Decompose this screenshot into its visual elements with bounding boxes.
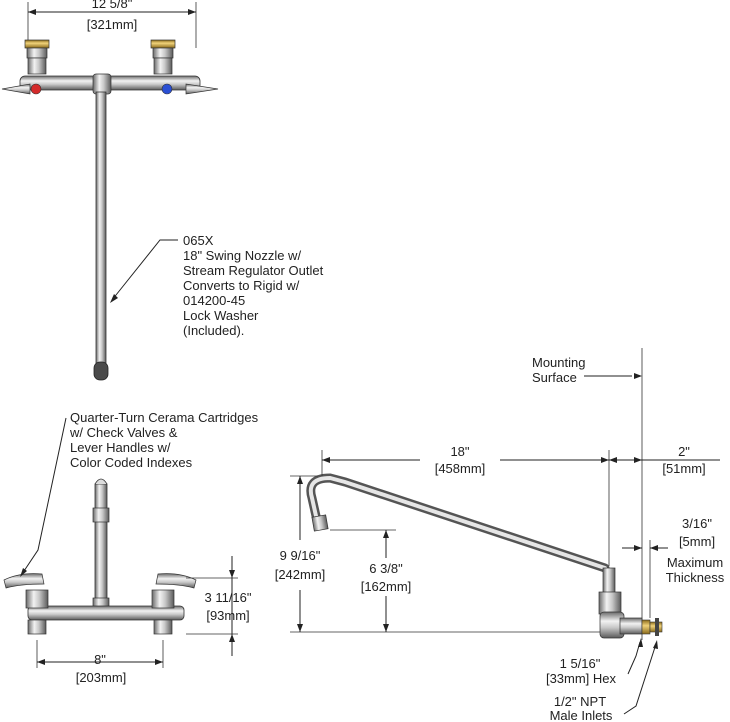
max-height-in: 9 9/16"	[279, 548, 321, 563]
front-centers-mm: [203mm]	[75, 670, 127, 685]
thickness-label: Thickness	[665, 570, 725, 585]
front-height-mm: [93mm]	[206, 608, 250, 623]
hot-supply-stack	[24, 39, 50, 75]
hex-label: [33mm] Hex	[545, 671, 617, 686]
callout-line: Color Coded Indexes	[70, 455, 193, 470]
reach-in: 18"	[450, 444, 470, 459]
hot-index-icon	[30, 83, 42, 95]
front-height-in: 3 11/16"	[204, 590, 252, 605]
inlet-label: 1/2" NPT	[553, 694, 607, 709]
mounting-surface-label: Mounting	[532, 355, 586, 370]
outlet-height-mm: [162mm]	[360, 579, 412, 594]
outlet-height-in: 6 3/8"	[369, 561, 403, 576]
cartridge-callout: Quarter-Turn Cerama Cartridges w/ Check …	[70, 410, 258, 470]
callout-line: 18" Swing Nozzle w/	[183, 248, 302, 263]
callout-line: Lock Washer	[183, 308, 259, 323]
inlet-label: Male Inlets	[549, 708, 613, 722]
setback-mm: [51mm]	[662, 461, 706, 476]
callout-line: Quarter-Turn Cerama Cartridges	[70, 410, 259, 425]
top-width-mm: [321mm]	[86, 17, 138, 32]
callout-line: Lever Handles w/	[70, 440, 171, 455]
thickness-in: 3/16"	[682, 516, 712, 531]
callout-line: 014200-45	[183, 293, 246, 308]
hex-label: 1 5/16"	[559, 656, 601, 671]
cold-index-icon	[161, 83, 173, 95]
max-height-mm: [242mm]	[274, 567, 326, 582]
thickness-label: Maximum	[666, 555, 724, 570]
callout-line: (Included).	[183, 323, 245, 338]
callout-line: Stream Regulator Outlet	[183, 263, 324, 278]
top-width-in: 12 5/8"	[91, 0, 133, 11]
front-centers-in: 8"	[94, 652, 106, 667]
setback-in: 2"	[678, 444, 690, 459]
front-view	[3, 417, 238, 668]
cold-supply-stack	[150, 39, 176, 75]
callout-line: w/ Check Valves &	[70, 425, 178, 440]
reach-mm: [458mm]	[434, 461, 486, 476]
nozzle-callout: 065X 18" Swing Nozzle w/ Stream Regulato…	[183, 233, 323, 338]
callout-line: 065X	[183, 233, 214, 248]
mounting-surface-label: Surface	[532, 370, 577, 385]
thickness-mm: [5mm]	[678, 534, 716, 549]
side-view	[290, 348, 720, 715]
callout-line: Converts to Rigid w/	[183, 278, 300, 293]
top-view	[1, 2, 219, 381]
